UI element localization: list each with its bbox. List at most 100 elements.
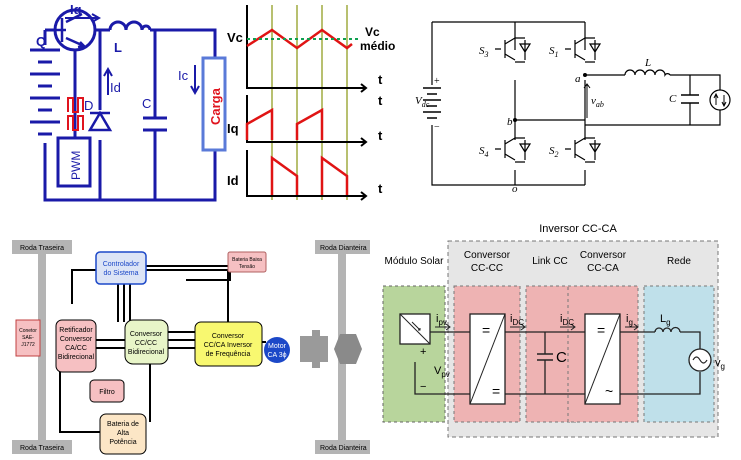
svg-text:S4: S4 <box>479 145 489 159</box>
svg-text:ipv: ipv <box>436 313 447 327</box>
bateria-alta-l2: Alta <box>117 430 129 437</box>
pv-conv1-l1: Conversor <box>464 250 511 261</box>
label-d: D <box>84 98 93 113</box>
pv-ig-sub: g <box>628 318 632 327</box>
bateria-alta-l1: Bateria de <box>107 421 139 428</box>
pv-conv2-l1: Conversor <box>580 250 627 261</box>
conversor-cc-l3: Bidirecional <box>128 349 165 356</box>
svg-text:iDC: iDC <box>510 313 524 327</box>
filtro-box <box>89 379 125 403</box>
roda-dianteira-bottom: Roda Dianteira <box>320 445 367 452</box>
wave-iq-label: Iq <box>227 121 239 136</box>
wave-t4: t <box>378 181 383 196</box>
pv-vpv-sub: pv <box>441 370 449 379</box>
conversor-cc-l2: CC/CC <box>135 340 157 347</box>
retificador-l2: Conversor <box>60 336 93 343</box>
bateria-alta-l3: Potência <box>109 439 136 446</box>
ev-block-diagram-panel: Roda Traseira Roda Traseira Roda Diantei… <box>0 232 370 460</box>
label-ic: Ic <box>178 68 189 83</box>
wave-t1: t <box>378 72 383 87</box>
buck-converter-panel: Carga PWM Iq Q L Id D C Ic <box>0 0 232 205</box>
pv-lg-sub: g <box>666 318 670 327</box>
conector-box <box>15 319 41 357</box>
conector-l3: J1772 <box>21 342 35 348</box>
wave-t2: t <box>378 93 383 108</box>
inv-a: a <box>575 73 581 85</box>
pv-tilde: ~ <box>605 383 613 399</box>
svg-text:Lg: Lg <box>660 313 671 327</box>
roda-traseira-bottom: Roda Traseira <box>20 445 64 452</box>
pv-eq1: = <box>482 322 490 338</box>
label-c: C <box>142 96 151 111</box>
wave-vc-medio-2: médio <box>360 39 395 53</box>
wave-vc-label: Vc <box>227 30 243 45</box>
conversor-ccca-box <box>194 321 263 367</box>
pv-minus: − <box>420 381 426 393</box>
inv-plus: + <box>434 76 440 87</box>
inv-vab: v <box>591 95 596 107</box>
diode-icon <box>87 110 113 132</box>
svg-text:Vpv: Vpv <box>434 365 450 379</box>
label-q: Q <box>36 34 46 49</box>
current-source-icon <box>709 89 731 111</box>
retificador-box <box>55 319 97 373</box>
bateria-baixa-box <box>227 251 267 273</box>
pv-idc2: i <box>560 313 562 325</box>
controlador-box <box>95 251 147 285</box>
inverter-panel: + − Vdc S3 S1 S4 S2 a b o vab L C <box>415 0 741 205</box>
roda-dianteira-bottom-box <box>315 440 370 454</box>
inv-s4: S <box>479 145 485 157</box>
conversor-ccca-l1: Conversor <box>212 333 245 340</box>
conversor-ccca-l2: CC/CA Inversor <box>204 342 253 349</box>
retificador-l4: Bidirecional <box>58 354 95 361</box>
pv-modulo: Módulo Solar <box>385 256 445 267</box>
conversor-cc-l1: Conversor <box>130 331 163 338</box>
inv-vab-sub: ab <box>596 100 604 109</box>
svg-text:vab: vab <box>591 95 604 109</box>
transmission-icon <box>300 330 328 368</box>
inv-s2: S <box>549 145 555 157</box>
bateria-baixa-l2: Tensão <box>239 264 255 270</box>
differential-icon <box>334 334 362 364</box>
conversor-cc-box <box>124 319 169 365</box>
inv-c: C <box>669 93 677 105</box>
inv-s2-sub: 2 <box>555 150 559 159</box>
roda-traseira-top: Roda Traseira <box>20 245 64 252</box>
pv-conv1-l2: CC-CC <box>471 263 503 274</box>
svg-text:S2: S2 <box>549 145 559 159</box>
controlador-l1: Controlador <box>103 261 140 268</box>
roda-traseira-top-box <box>12 240 72 254</box>
inv-s1-sub: 1 <box>555 50 559 59</box>
roda-dianteira-top: Roda Dianteira <box>320 245 367 252</box>
bateria-baixa-l1: Bateria Baixa <box>232 257 262 263</box>
inv-l: L <box>644 57 651 69</box>
retificador-l3: CA/CC <box>65 345 87 352</box>
svg-text:iDC: iDC <box>560 313 574 327</box>
motor-l2: CA 3ϕ <box>267 352 286 359</box>
conversor-ccca-l3: de Frequência <box>206 351 251 358</box>
inv-o: o <box>512 183 518 195</box>
conector-l1: Conetor <box>19 328 37 334</box>
inv-s4-sub: 4 <box>485 150 489 159</box>
inv-minus: − <box>434 122 440 133</box>
pv-eq2: = <box>492 383 500 399</box>
modulo-solar-region <box>382 285 446 423</box>
waveforms-panel: Vc Vc médio Iq Id t t t t <box>225 0 415 205</box>
svg-text:Vdc: Vdc <box>415 95 430 109</box>
pv-eq3: = <box>597 322 605 338</box>
bateria-alta-box <box>99 413 147 455</box>
pv-plus: + <box>420 346 426 358</box>
wave-id-label: Id <box>227 173 239 188</box>
motor-circle <box>264 337 290 363</box>
pv-vg-sub: g <box>721 362 725 371</box>
